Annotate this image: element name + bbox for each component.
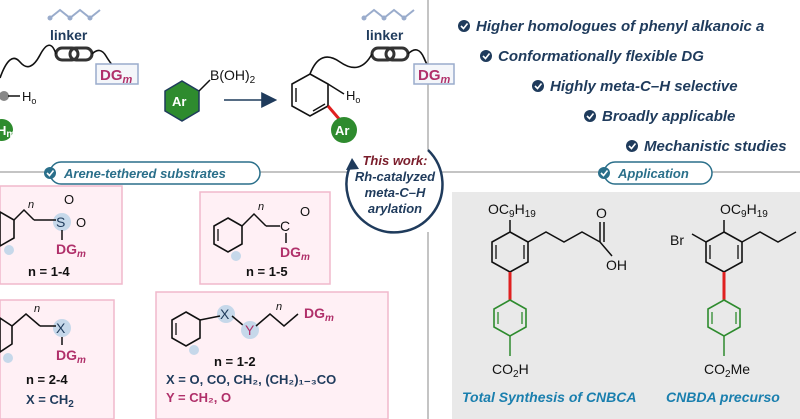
s4-x-definition: X = O, CO, CH₂, (CH₂)₁₋₃CO [166, 372, 336, 387]
bromo-label: Br [670, 232, 684, 248]
check-icon [532, 80, 544, 92]
center-badge: This work: Rh-catalyzed meta-C–H arylati… [345, 137, 444, 234]
svg-text:n: n [258, 201, 264, 213]
substrate-panel-3: n X DGm n = 2-4 X = CH2 [0, 299, 115, 419]
ar-label-reagent: Ar [172, 94, 186, 109]
center-line-4: arylation [368, 201, 422, 216]
feature-text-2: Conformationally flexible DG [498, 48, 704, 65]
application-header: Application [598, 161, 713, 185]
s4-range: n = 1-2 [214, 354, 256, 369]
feature-text-4: Broadly applicable [602, 108, 735, 125]
dg-box-right [413, 63, 455, 85]
zigzag-icon [49, 8, 101, 20]
boronic-acid-label: B(OH)2 [210, 67, 256, 86]
ortho-marker-left [0, 91, 9, 101]
svg-text:O: O [596, 205, 607, 221]
hydroxyl-label: OH [606, 257, 627, 273]
feature-item-5: Mechanistic studies [626, 138, 787, 155]
svg-text:n: n [276, 301, 282, 313]
s2-range: n = 1-5 [246, 264, 288, 279]
caption-cnbda: CNBDA precurso [666, 389, 780, 405]
s3-x-definition: X = CH2 [26, 392, 74, 410]
feature-item-4: Broadly applicable [584, 108, 735, 125]
linker-label-right: linker [366, 27, 404, 43]
check-icon [44, 167, 56, 179]
svg-text:Y: Y [245, 322, 255, 338]
nonyloxy-label-1: OC9H19 [488, 201, 536, 220]
chain-link-icon-right [370, 46, 410, 62]
center-line-2: Rh-catalyzed [355, 169, 436, 184]
ester-label: CO2Me [704, 361, 750, 380]
ar-label-product: Ar [335, 123, 349, 138]
svg-text:DGm: DGm [56, 347, 86, 366]
feature-item-2: Conformationally flexible DG [480, 48, 704, 65]
check-icon [598, 167, 610, 179]
aryl-boronic-acid: Ar B(OH)2 [164, 67, 256, 122]
svg-text:O: O [64, 192, 74, 207]
ar-circle-product [331, 117, 357, 143]
substrate-panel-1: n S O O DGm n = 1-4 [0, 185, 123, 285]
svg-text:X: X [56, 320, 66, 336]
dg-label-right: DGm [418, 67, 451, 86]
ho-label-left: Ho [22, 89, 36, 106]
substrates-header: Arene-tethered substrates [44, 161, 261, 185]
this-work-label: This work: [362, 153, 427, 168]
feature-text-3: Highly meta-C–H selective [550, 78, 738, 95]
zigzag-icon-right [363, 8, 415, 20]
cycle-arrow-icon [345, 149, 444, 234]
product-benzene [291, 73, 329, 117]
substrates-title: Arene-tethered substrates [63, 166, 226, 181]
svg-text:DGm: DGm [280, 244, 310, 263]
hm-label: Hm [0, 123, 15, 140]
substrate-panel-4: X Y n DGm n = 1-2 X = O, CO, CH₂, (CH₂)₁… [155, 291, 389, 419]
svg-text:DGm: DGm [56, 241, 86, 260]
scheme-reactant: linker DGm Ho Hm [0, 8, 139, 141]
nonyloxy-label-2: OC9H19 [720, 201, 768, 220]
application-panel [452, 192, 800, 419]
scheme-product: linker DGm Ho Ar [291, 8, 455, 143]
svg-text:O: O [300, 204, 310, 219]
hm-marker [0, 119, 13, 141]
svg-text:X: X [220, 306, 230, 322]
feature-text-1: Higher homologues of phenyl alkanoic a [476, 18, 764, 35]
check-icon [584, 110, 596, 122]
svg-text:DGm: DGm [304, 305, 334, 324]
compound-cnbca: OC9H19 O OH CO2H Total Synthesis of CNBC… [462, 201, 637, 405]
new-bond [326, 105, 342, 121]
feature-text-5: Mechanistic studies [644, 138, 787, 155]
ho-label-right: Ho [346, 88, 360, 105]
compound-cnbda: OC9H19 Br CO2Me CNBDA precurso [666, 201, 797, 405]
svg-text:C: C [280, 218, 290, 234]
s3-range: n = 2-4 [26, 372, 68, 387]
sulfur-label: S [56, 214, 65, 230]
center-line-3: meta-C–H [365, 185, 426, 200]
check-icon [480, 50, 492, 62]
s1-range: n = 1-4 [28, 264, 70, 279]
feature-item-1: Higher homologues of phenyl alkanoic a [458, 18, 764, 35]
check-icon [626, 140, 638, 152]
svg-text:O: O [76, 215, 86, 230]
chain-link-icon-left [54, 46, 94, 62]
application-title: Application [617, 166, 689, 181]
linker-label-left: linker [50, 27, 88, 43]
s4-y-definition: Y = CH₂, O [166, 390, 231, 405]
acid-label-1: CO2H [492, 361, 529, 380]
svg-text:n: n [34, 303, 40, 315]
feature-item-3: Highly meta-C–H selective [532, 78, 738, 95]
dg-label-left: DGm [100, 67, 133, 86]
check-icon [458, 20, 470, 32]
feature-list: Higher homologues of phenyl alkanoic a C… [458, 18, 787, 155]
svg-text:n: n [28, 199, 34, 211]
substrate-panel-2: n C O DGm n = 1-5 [199, 191, 331, 285]
dg-box-left [95, 63, 139, 85]
caption-cnbca: Total Synthesis of CNBCA [462, 389, 637, 405]
